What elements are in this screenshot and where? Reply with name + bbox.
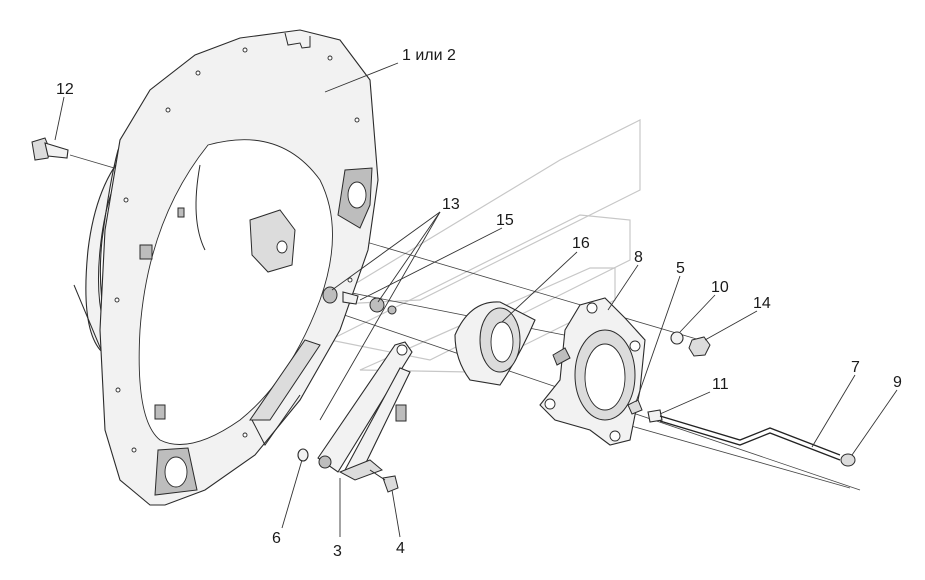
- part-10-washer: [670, 331, 684, 345]
- callout-15: 15: [496, 212, 514, 229]
- part-4-pin: [369, 469, 399, 493]
- callout-11: 11: [712, 376, 729, 393]
- watermark: [319, 119, 641, 373]
- callout-6: 6: [272, 530, 281, 547]
- callout-4: 4: [396, 540, 405, 557]
- leader-lines: [54, 62, 898, 538]
- callout-3: 3: [333, 543, 342, 560]
- part-16-release-bearing: [454, 301, 536, 386]
- part-6-washer: [297, 448, 309, 462]
- callout-14: 14: [753, 295, 771, 312]
- bell-housing-plate: [73, 29, 379, 506]
- part-3-fork-lever: [317, 341, 413, 481]
- callout-12: 12: [56, 81, 74, 98]
- callout-13: 13: [442, 196, 460, 213]
- callout-16: 16: [572, 235, 590, 252]
- callout-labels: 1 или 2 12 13 15 16 8 5 10 14 11 7 9 6 3…: [56, 47, 902, 560]
- callout-10: 10: [711, 279, 729, 296]
- part-12-bolt: [31, 137, 69, 161]
- part-8-bearing-housing: [539, 297, 646, 446]
- callout-5: 5: [676, 260, 685, 277]
- callout-1-or-2: 1 или 2: [402, 47, 456, 64]
- part-13-bushings: [322, 286, 397, 315]
- callout-7: 7: [851, 359, 860, 376]
- callout-8: 8: [634, 249, 643, 266]
- lube-line-assembly: [627, 399, 856, 467]
- part-14-nut: [688, 336, 711, 357]
- callout-9: 9: [893, 374, 902, 391]
